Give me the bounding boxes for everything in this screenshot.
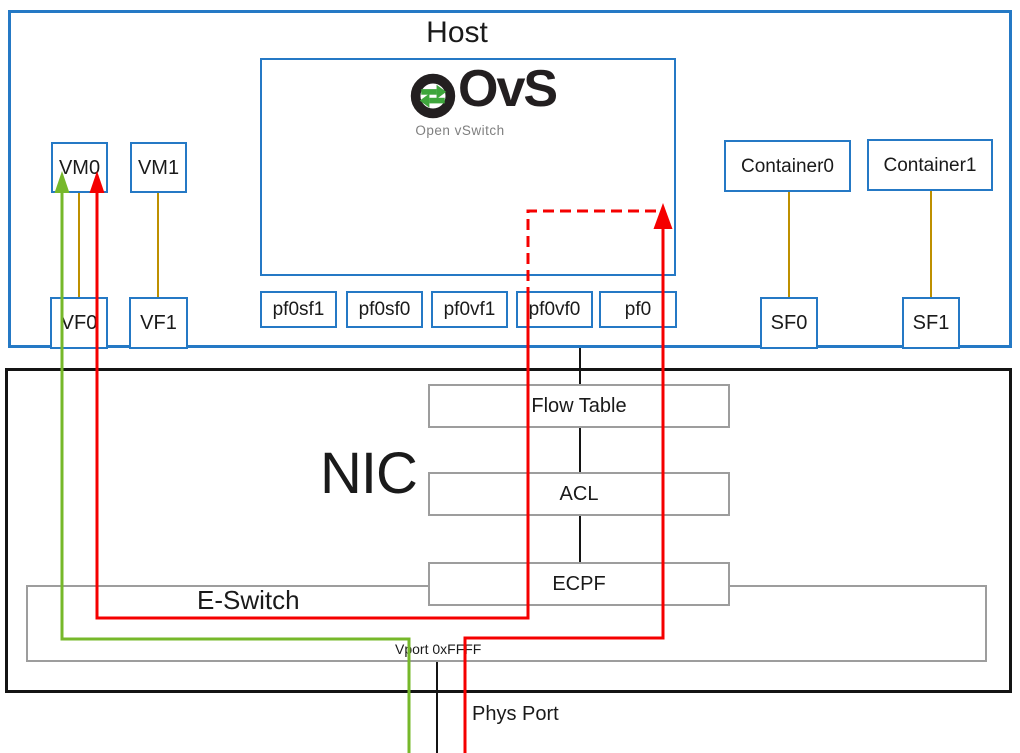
- vf0-box: VF0: [50, 297, 108, 349]
- pf0vf1-box: pf0vf1: [431, 291, 508, 328]
- ovs-logo-subtitle: Open vSwitch: [415, 123, 505, 138]
- sf0-label: SF0: [770, 312, 808, 334]
- pf0-box: pf0: [599, 291, 677, 328]
- ovs-logo: OvS: [409, 60, 558, 121]
- sf1-box: SF1: [902, 297, 960, 349]
- ovs-ring-icon: [410, 73, 456, 119]
- vm1-label: VM1: [137, 156, 180, 179]
- sf0-box: SF0: [760, 297, 818, 349]
- pf0vf0-label: pf0vf0: [528, 299, 581, 320]
- container0-label: Container0: [741, 155, 834, 177]
- ecpf-label: ECPF: [552, 573, 606, 595]
- host-title: Host: [426, 16, 488, 49]
- vf0-label: VF0: [60, 312, 98, 334]
- vport-label: Vport 0xFFFF: [395, 641, 482, 657]
- container0-box: Container0: [724, 140, 851, 192]
- vm0-box: VM0: [51, 142, 108, 193]
- flow-table-label: Flow Table: [531, 395, 627, 417]
- pf0vf0-box: pf0vf0: [516, 291, 593, 328]
- pf0sf1-box: pf0sf1: [260, 291, 337, 328]
- nic-title: NIC: [320, 441, 418, 506]
- sf1-label: SF1: [912, 312, 950, 334]
- vm1-box: VM1: [130, 142, 187, 193]
- eswitch-label: E-Switch: [197, 585, 300, 615]
- pf0vf1-label: pf0vf1: [443, 299, 496, 320]
- acl-label: ACL: [559, 483, 599, 505]
- container1-box: Container1: [867, 139, 993, 191]
- vf1-label: VF1: [140, 312, 177, 334]
- ovs-logo-text: OvS: [458, 60, 558, 118]
- flow-table-box: Flow Table: [428, 384, 730, 428]
- ecpf-box: ECPF: [428, 562, 730, 606]
- pf0sf0-label: pf0sf0: [358, 299, 411, 320]
- phys-port-label: Phys Port: [472, 703, 559, 725]
- pf0sf1-label: pf0sf1: [272, 299, 325, 320]
- acl-box: ACL: [428, 472, 730, 516]
- vf1-box: VF1: [129, 297, 188, 349]
- vm0-label: VM0: [58, 156, 101, 179]
- pf0-label: pf0: [624, 299, 652, 320]
- container1-label: Container1: [883, 154, 977, 176]
- pf0sf0-box: pf0sf0: [346, 291, 423, 328]
